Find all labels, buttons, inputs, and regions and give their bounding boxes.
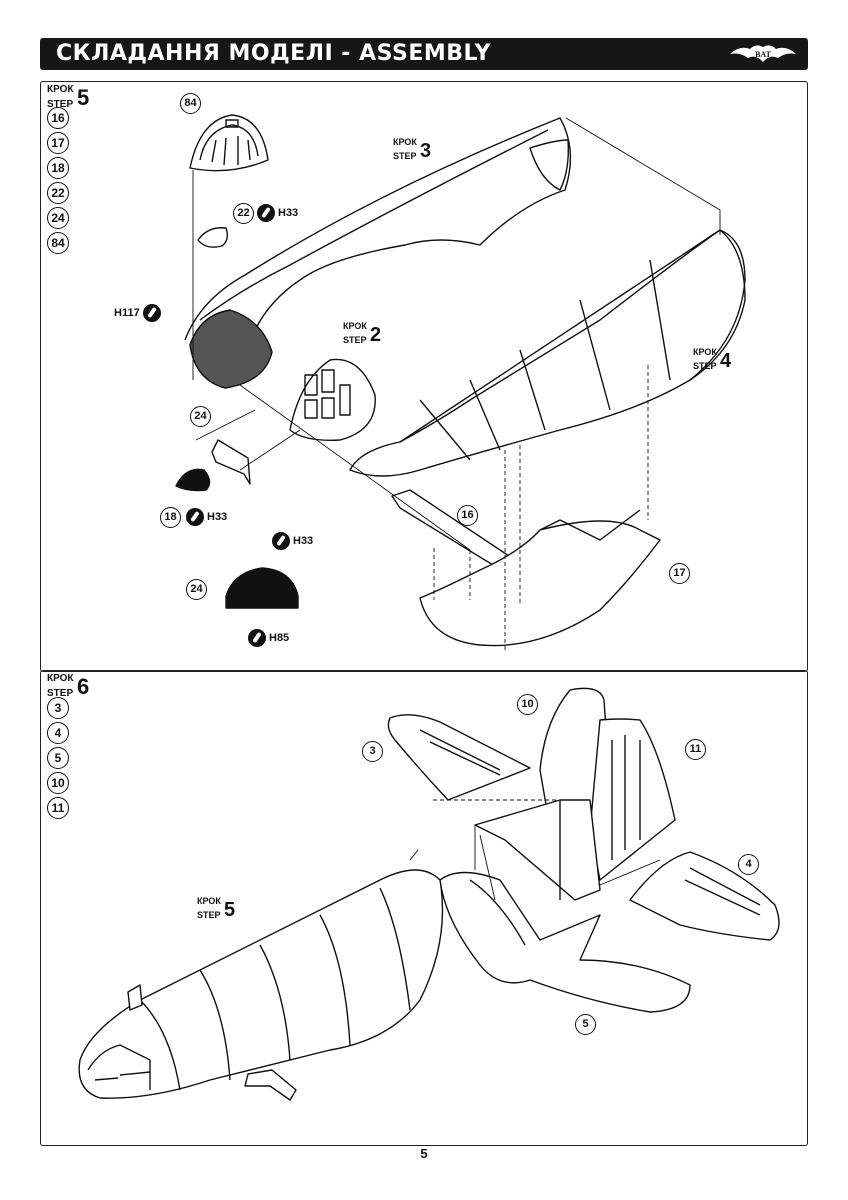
assembled-fuselage-drawing [78, 869, 444, 1101]
horizontal-stabilizer-drawing [439, 871, 691, 1013]
paint-h33-rear-bulkhead: H33 [272, 532, 313, 550]
floor-assembly-drawing [391, 489, 661, 647]
nose-cap-drawing [189, 114, 269, 172]
step-number: 6 [77, 674, 90, 699]
step-5-parts-list: 16 17 18 22 24 84 [47, 107, 69, 257]
windscreen-drawing [175, 468, 211, 492]
rear-fuselage-drawing [474, 799, 601, 901]
part-number: 17 [47, 132, 69, 154]
upper-fuselage-drawing [184, 117, 572, 341]
step-label: STEP [47, 688, 74, 699]
step-label: STEP [47, 99, 74, 110]
paint-h85-rear-bulkhead: H85 [248, 629, 289, 647]
part-number: 84 [47, 232, 69, 254]
krok-label: КРОК [47, 673, 74, 684]
callout-3: 3 [362, 741, 383, 762]
callout-24-rear: 24 [186, 579, 207, 600]
paint-brush-icon [257, 204, 275, 222]
header-bar: СКЛАДАННЯ МОДЕЛІ - ASSEMBLY BAT [40, 38, 808, 70]
callout-18: 18 [160, 507, 181, 528]
step-6-heading: КРОК STEP 6 [47, 673, 89, 700]
step-5-heading: КРОК STEP 5 [47, 84, 89, 111]
cockpit-interior-drawing [289, 358, 376, 441]
part-number: 24 [47, 207, 69, 229]
page-title: СКЛАДАННЯ МОДЕЛІ - ASSEMBLY [56, 41, 492, 66]
step-4-reference: КРОК STEP 4 [693, 347, 732, 372]
callout-84: 84 [180, 93, 201, 114]
logo-text: BAT [755, 50, 772, 59]
left-wing-drawing [387, 714, 531, 801]
step-3-reference: КРОК STEP 3 [393, 137, 432, 162]
step-5-panel [40, 81, 808, 672]
callout-16: 16 [457, 505, 478, 526]
callout-11: 11 [685, 739, 706, 760]
callout-22: 22 [233, 203, 254, 224]
part-number: 4 [47, 722, 69, 744]
part-number: 5 [47, 747, 69, 769]
part-number: 3 [47, 697, 69, 719]
step-6-panel [40, 670, 808, 1146]
step-5-reference: КРОК STEP 5 [197, 896, 236, 921]
paint-h33-cockpit-window: H33 [257, 204, 298, 222]
rear-bulkhead-drawing [225, 567, 299, 609]
callout-24-seat: 24 [190, 406, 211, 427]
part-number: 16 [47, 107, 69, 129]
step-6-parts-list: 3 4 5 10 11 [47, 697, 69, 822]
paint-brush-icon [272, 532, 290, 550]
lower-fuselage-drawing [349, 229, 746, 477]
page-number: 5 [420, 1146, 428, 1161]
cockpit-bulkhead-drawing [189, 309, 273, 389]
bat-logo: BAT [730, 45, 796, 62]
step-2-reference: КРОК STEP 2 [343, 321, 382, 346]
callout-10: 10 [517, 694, 538, 715]
paint-brush-icon [248, 629, 266, 647]
right-wing-drawing [629, 851, 780, 941]
part-number: 18 [47, 157, 69, 179]
part-number: 22 [47, 182, 69, 204]
cockpit-window-drawing [197, 227, 229, 248]
paint-brush-icon [142, 304, 161, 322]
step-number: 5 [77, 85, 90, 110]
callout-4: 4 [738, 854, 759, 875]
callout-5: 5 [575, 1014, 596, 1035]
part-number: 11 [47, 797, 69, 819]
paint-h117-bulkhead: H117 [114, 304, 161, 322]
krok-label: КРОК [47, 84, 74, 95]
part-number: 10 [47, 772, 69, 794]
paint-brush-icon [186, 508, 204, 526]
paint-h33-windscreen: H33 [186, 508, 227, 526]
seat-drawing [211, 439, 251, 485]
callout-17: 17 [669, 563, 690, 584]
